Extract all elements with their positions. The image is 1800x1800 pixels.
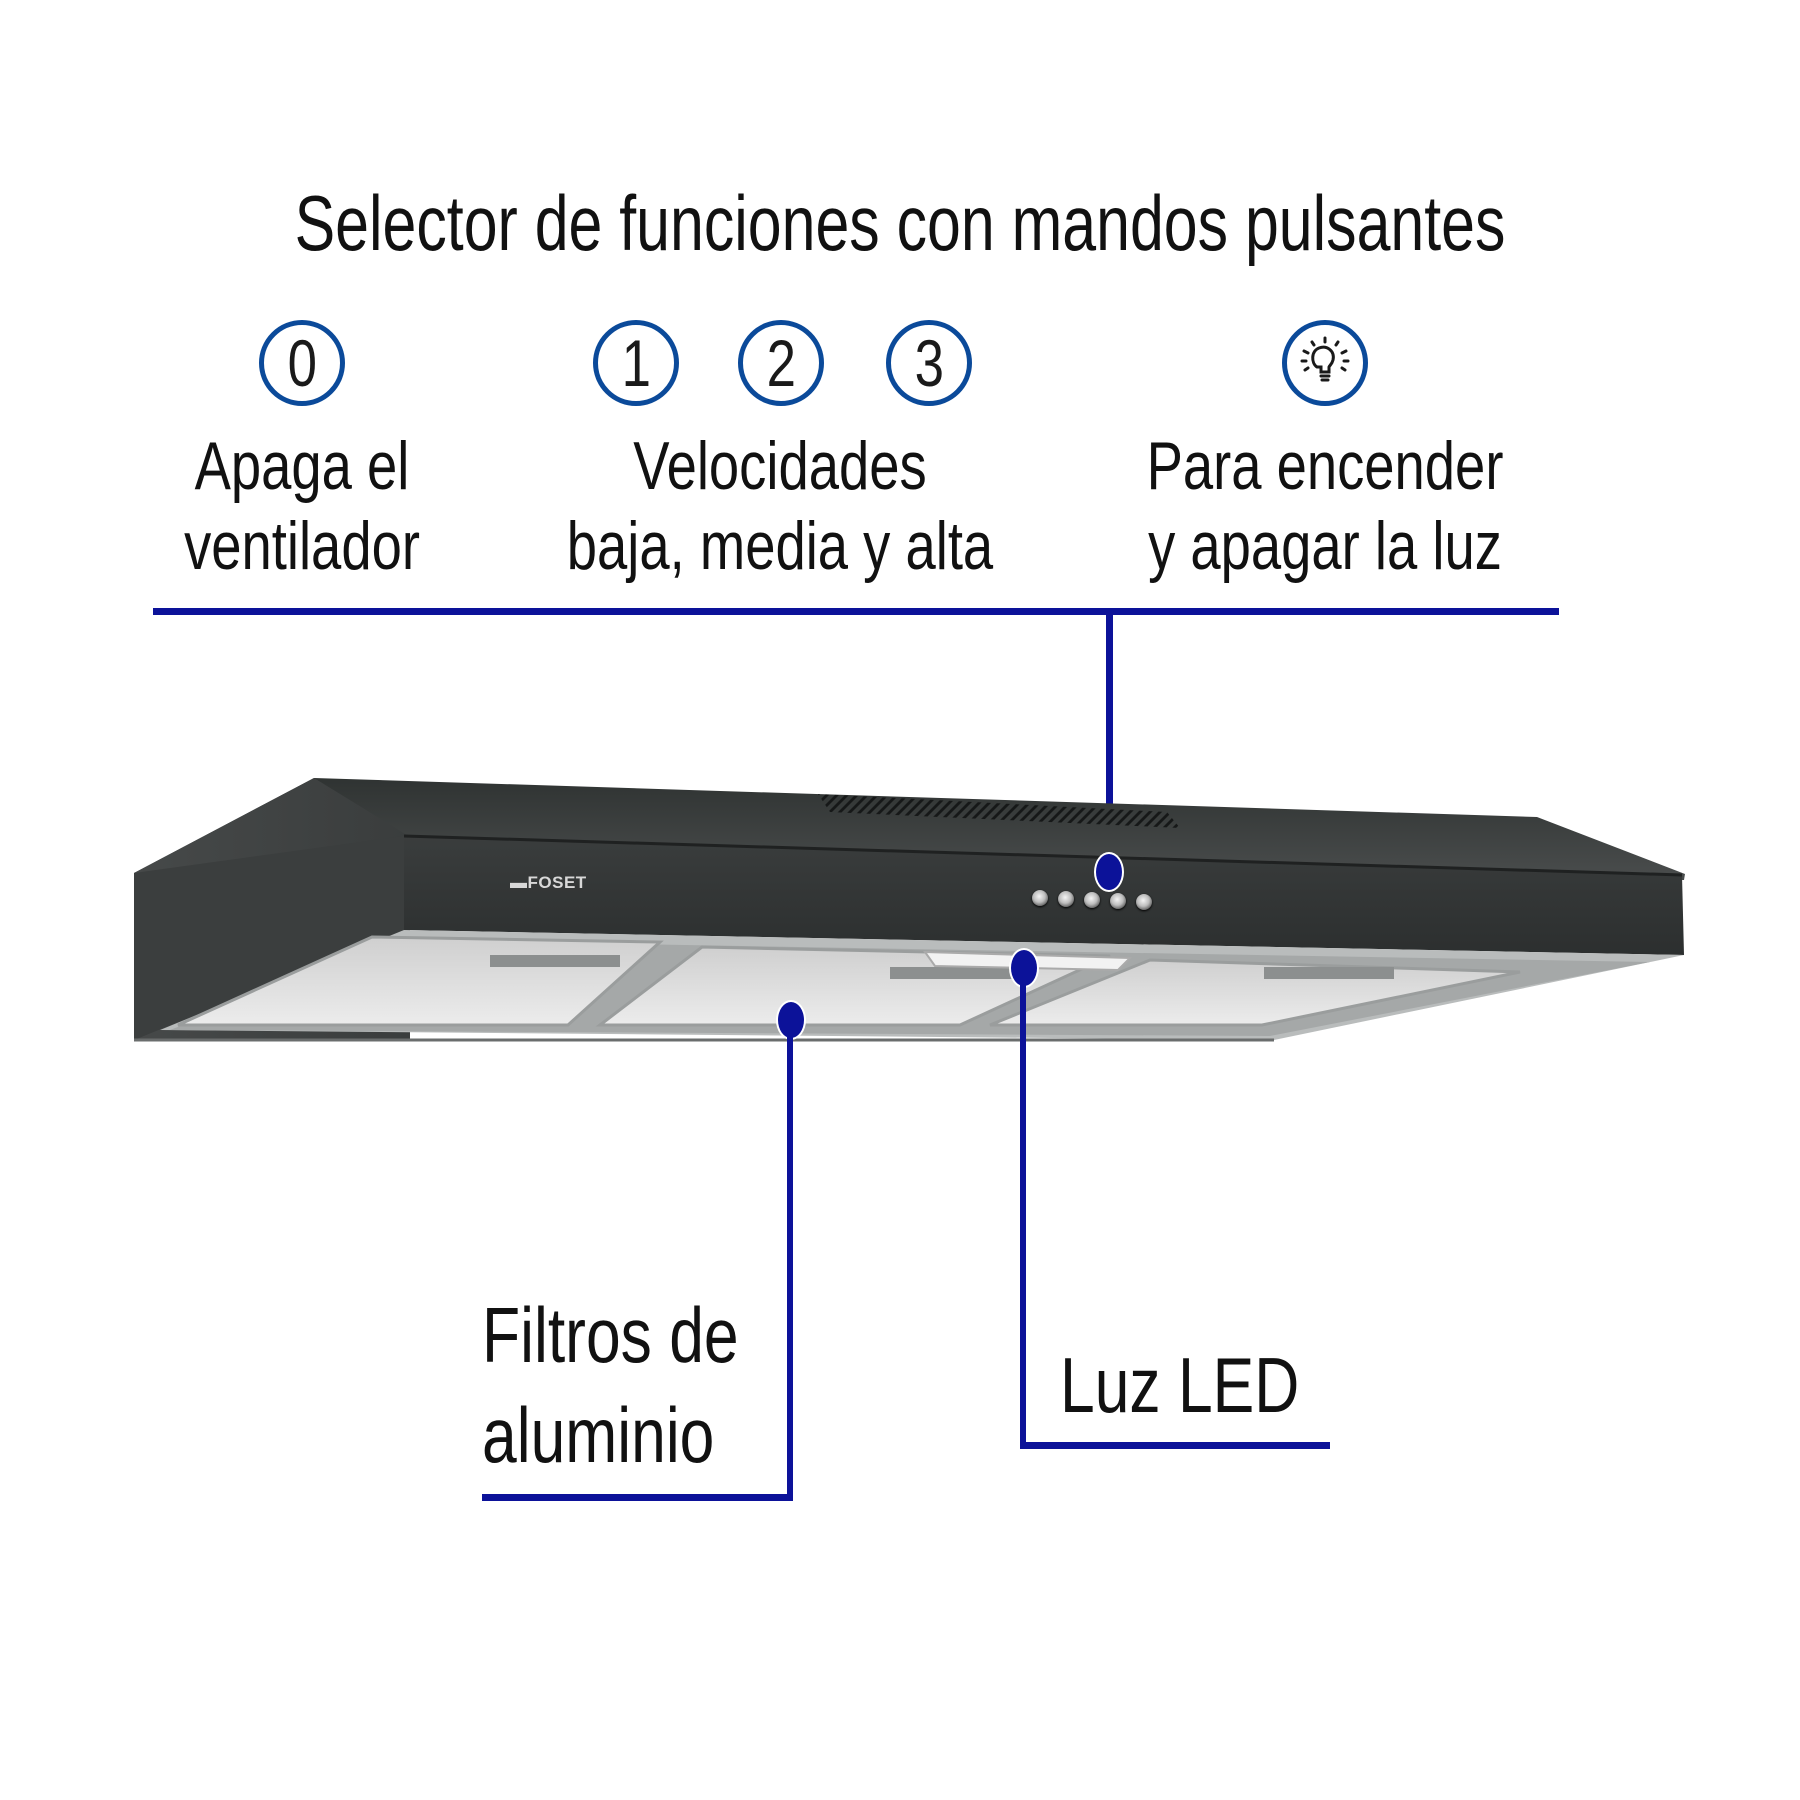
knob-speed-2[interactable]	[1084, 892, 1100, 908]
callout-filters-line1: Filtros de	[482, 1291, 739, 1379]
filter-callout-line	[482, 1494, 793, 1501]
label-speeds-line1: Velocidades	[633, 428, 927, 504]
label-light-line2: y apagar la luz	[1148, 508, 1502, 584]
one-symbol: 1	[621, 326, 651, 400]
selector-marker-dot	[1094, 852, 1124, 892]
knob-off[interactable]	[1032, 890, 1048, 906]
knob-light[interactable]	[1136, 894, 1152, 910]
label-off-line2: ventilador	[184, 508, 420, 584]
brand-name: FOSET	[527, 873, 587, 892]
callout-led-label: Luz LED	[1060, 1341, 1300, 1429]
brand-logo: ▬FOSET	[510, 873, 587, 893]
filter-callout-stem	[787, 1024, 793, 1498]
page-title: Selector de funciones con mandos pulsant…	[294, 179, 1506, 267]
selector-callout-stem	[1106, 612, 1113, 870]
one-circle-icon: 1	[593, 320, 679, 406]
led-callout-line	[1020, 1442, 1330, 1449]
two-circle-icon: 2	[738, 320, 824, 406]
three-symbol: 3	[914, 326, 944, 400]
zero-symbol: 0	[287, 326, 317, 400]
selector-callout-line	[153, 608, 1559, 615]
led-callout-stem	[1020, 972, 1026, 1446]
foset-logo-icon: ▬	[510, 873, 528, 892]
callout-filters-line2: aluminio	[482, 1391, 715, 1479]
label-light-line1: Para encender	[1146, 428, 1504, 504]
lightbulb-circle-icon	[1282, 320, 1368, 406]
label-off-line1: Apaga el	[194, 428, 410, 504]
zero-circle-icon: 0	[259, 320, 345, 406]
knob-speed-3[interactable]	[1110, 893, 1126, 909]
label-speeds-line2: baja, media y alta	[566, 508, 994, 584]
two-symbol: 2	[766, 326, 796, 400]
three-circle-icon: 3	[886, 320, 972, 406]
lightbulb-icon	[1300, 336, 1350, 382]
knob-speed-1[interactable]	[1058, 891, 1074, 907]
